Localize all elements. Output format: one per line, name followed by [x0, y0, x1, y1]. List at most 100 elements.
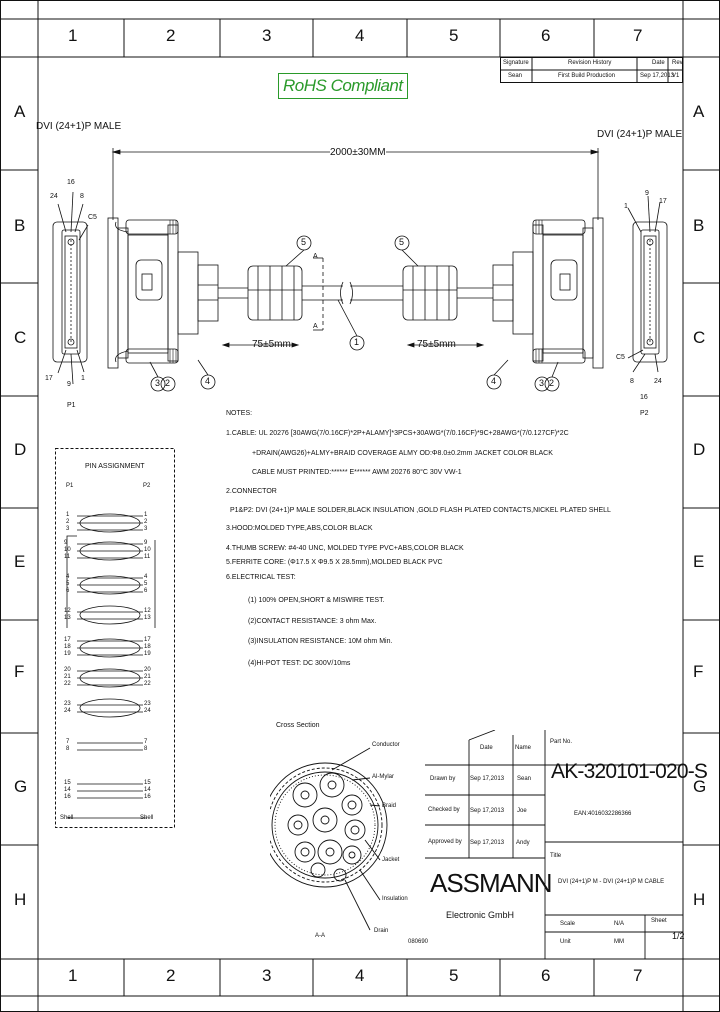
- cs-conductor-label: Conductor: [372, 742, 400, 748]
- cable-length-dim: 2000±30MM: [330, 147, 386, 158]
- zone-row-g-right: G: [693, 777, 707, 796]
- tb-drawn-date: Sep 17,2013: [470, 776, 505, 782]
- pin-right-8: 8: [630, 378, 634, 385]
- pa-right-2: 2: [144, 519, 148, 525]
- pa-left-7: 7: [66, 739, 70, 745]
- pa-right-16: 16: [144, 794, 151, 800]
- pa-right-8: 8: [144, 746, 148, 752]
- cs-jacket-label: Jacket: [382, 857, 400, 863]
- pin-left-p1: P1: [67, 402, 76, 409]
- pa-right-4: 4: [144, 574, 148, 580]
- zone-row-b: B: [14, 216, 26, 235]
- tb-form-number: 080690: [408, 939, 429, 945]
- pa-right-15: 15: [144, 780, 151, 786]
- section-marker-top: A: [313, 253, 318, 260]
- pa-left-17: 17: [64, 637, 71, 643]
- pin-right-p2: P2: [640, 410, 649, 417]
- pa-right-20: 20: [144, 667, 151, 673]
- connector-right-label: DVI (24+1)P MALE: [597, 129, 683, 140]
- rohs-badge: RoHS Compliant: [278, 73, 408, 99]
- pin-assignment-table: [55, 448, 175, 828]
- zone-row-f: F: [14, 662, 25, 681]
- note-2: 2.CONNECTOR: [226, 488, 277, 495]
- pin-right-9: 9: [645, 190, 649, 197]
- pin-left-17: 17: [45, 375, 53, 382]
- ferrite-distance-left: 75±5mm: [252, 339, 291, 350]
- pa-right-17: 17: [144, 637, 151, 643]
- zone-row-h: H: [14, 890, 27, 909]
- note-2-1: P1&P2: DVI (24+1)P MALE SOLDER,BLACK INS…: [230, 507, 611, 514]
- zone-col-5: 5: [449, 26, 459, 45]
- note-6-4: (4)HI-POT TEST: DC 300V/10ms: [248, 660, 351, 667]
- cross-section-title: Cross Section: [276, 722, 320, 729]
- balloon-3-right: 3: [539, 378, 545, 388]
- zone-row-a: A: [14, 102, 26, 121]
- zone-row-a-right: A: [693, 102, 705, 121]
- tb-checked-date: Sep 17,2013: [470, 808, 505, 814]
- pa-left-8: 8: [66, 746, 70, 752]
- tb-name-header: Name: [515, 745, 532, 751]
- pa-left-1: 1: [66, 512, 70, 518]
- zone-col-4-bottom: 4: [355, 966, 365, 985]
- cross-section-drawing: [270, 747, 388, 931]
- note-5: 5.FERRITE CORE: (Φ17.5 X Φ9.5 X 28.5mm),…: [226, 559, 443, 566]
- note-6: 6.ELECTRICAL TEST:: [226, 574, 296, 581]
- zone-row-f-right: F: [693, 662, 704, 681]
- zone-col-7: 7: [633, 26, 643, 45]
- tb-drawn-label: Drawn by: [430, 776, 456, 782]
- cs-insulation-label: Insulation: [382, 896, 408, 902]
- pa-right-24: 24: [144, 708, 151, 714]
- balloon-4-left: 4: [205, 376, 211, 386]
- zone-col-3: 3: [262, 26, 272, 45]
- pa-left-22: 22: [64, 681, 71, 687]
- pa-left-20: 20: [64, 667, 71, 673]
- zone-row-h-right: H: [693, 890, 706, 909]
- pin-assignment-title: PIN ASSIGNMENT: [85, 463, 145, 470]
- pa-right-18: 18: [144, 644, 151, 650]
- tb-unit-label: Unit: [560, 939, 571, 945]
- pa-left-shell: Shell: [60, 815, 74, 821]
- tb-part-no-label: Part No.: [550, 739, 573, 745]
- tb-title-label: Title: [550, 853, 562, 859]
- tb-sheet-value: 1/2: [672, 931, 685, 941]
- tb-scale-label: Scale: [560, 921, 576, 927]
- cable-assembly-drawing: [52, 148, 668, 392]
- note-4: 4.THUMB SCREW: #4-40 UNC, MOLDED TYPE PV…: [226, 545, 464, 552]
- tb-date-header: Date: [480, 745, 493, 751]
- zone-row-d-right: D: [693, 440, 706, 459]
- zone-row-b-right: B: [693, 216, 705, 235]
- pa-left-9: 9: [64, 540, 68, 546]
- ferrite-distance-right: 75±5mm: [417, 339, 456, 350]
- pin-assignment-p2: P2: [143, 483, 151, 489]
- rev-date: Sep 17,2013: [640, 73, 675, 79]
- rev-history-header: Revision History: [568, 60, 612, 66]
- note-3: 3.HOOD:MOLDED TYPE,ABS,COLOR BLACK: [226, 525, 373, 532]
- pin-right-1: 1: [624, 203, 628, 210]
- pa-right-3: 3: [144, 526, 148, 532]
- tb-approved-label: Approved by: [428, 839, 462, 845]
- pa-left-16: 16: [64, 794, 71, 800]
- pa-left-19: 19: [64, 651, 71, 657]
- pin-left-c5: C5: [88, 214, 97, 221]
- pa-left-10: 10: [64, 547, 71, 553]
- pa-right-12: 12: [144, 608, 151, 614]
- pa-left-14: 14: [64, 787, 71, 793]
- zone-row-g: G: [14, 777, 28, 796]
- title-block: [425, 730, 683, 959]
- note-1-3: CABLE MUST PRINTED:****** E****** AWM 20…: [252, 469, 462, 476]
- cs-drain-label: Drain: [374, 928, 389, 934]
- pin-right-24: 24: [654, 378, 662, 385]
- pin-left-16: 16: [67, 179, 75, 186]
- zone-row-e: E: [14, 552, 26, 571]
- pa-right-14: 14: [144, 787, 151, 793]
- balloon-5-right: 5: [399, 237, 405, 247]
- pa-left-12: 12: [64, 608, 71, 614]
- pin-right-17: 17: [659, 198, 667, 205]
- balloon-3-left: 3: [155, 378, 161, 388]
- pa-left-23: 23: [64, 701, 71, 707]
- tb-sheet-label: Sheet: [651, 918, 667, 924]
- zone-col-2: 2: [166, 26, 176, 45]
- pa-left-5: 5: [66, 581, 70, 587]
- balloon-4-right: 4: [491, 376, 497, 386]
- pin-right-c5: C5: [616, 354, 625, 361]
